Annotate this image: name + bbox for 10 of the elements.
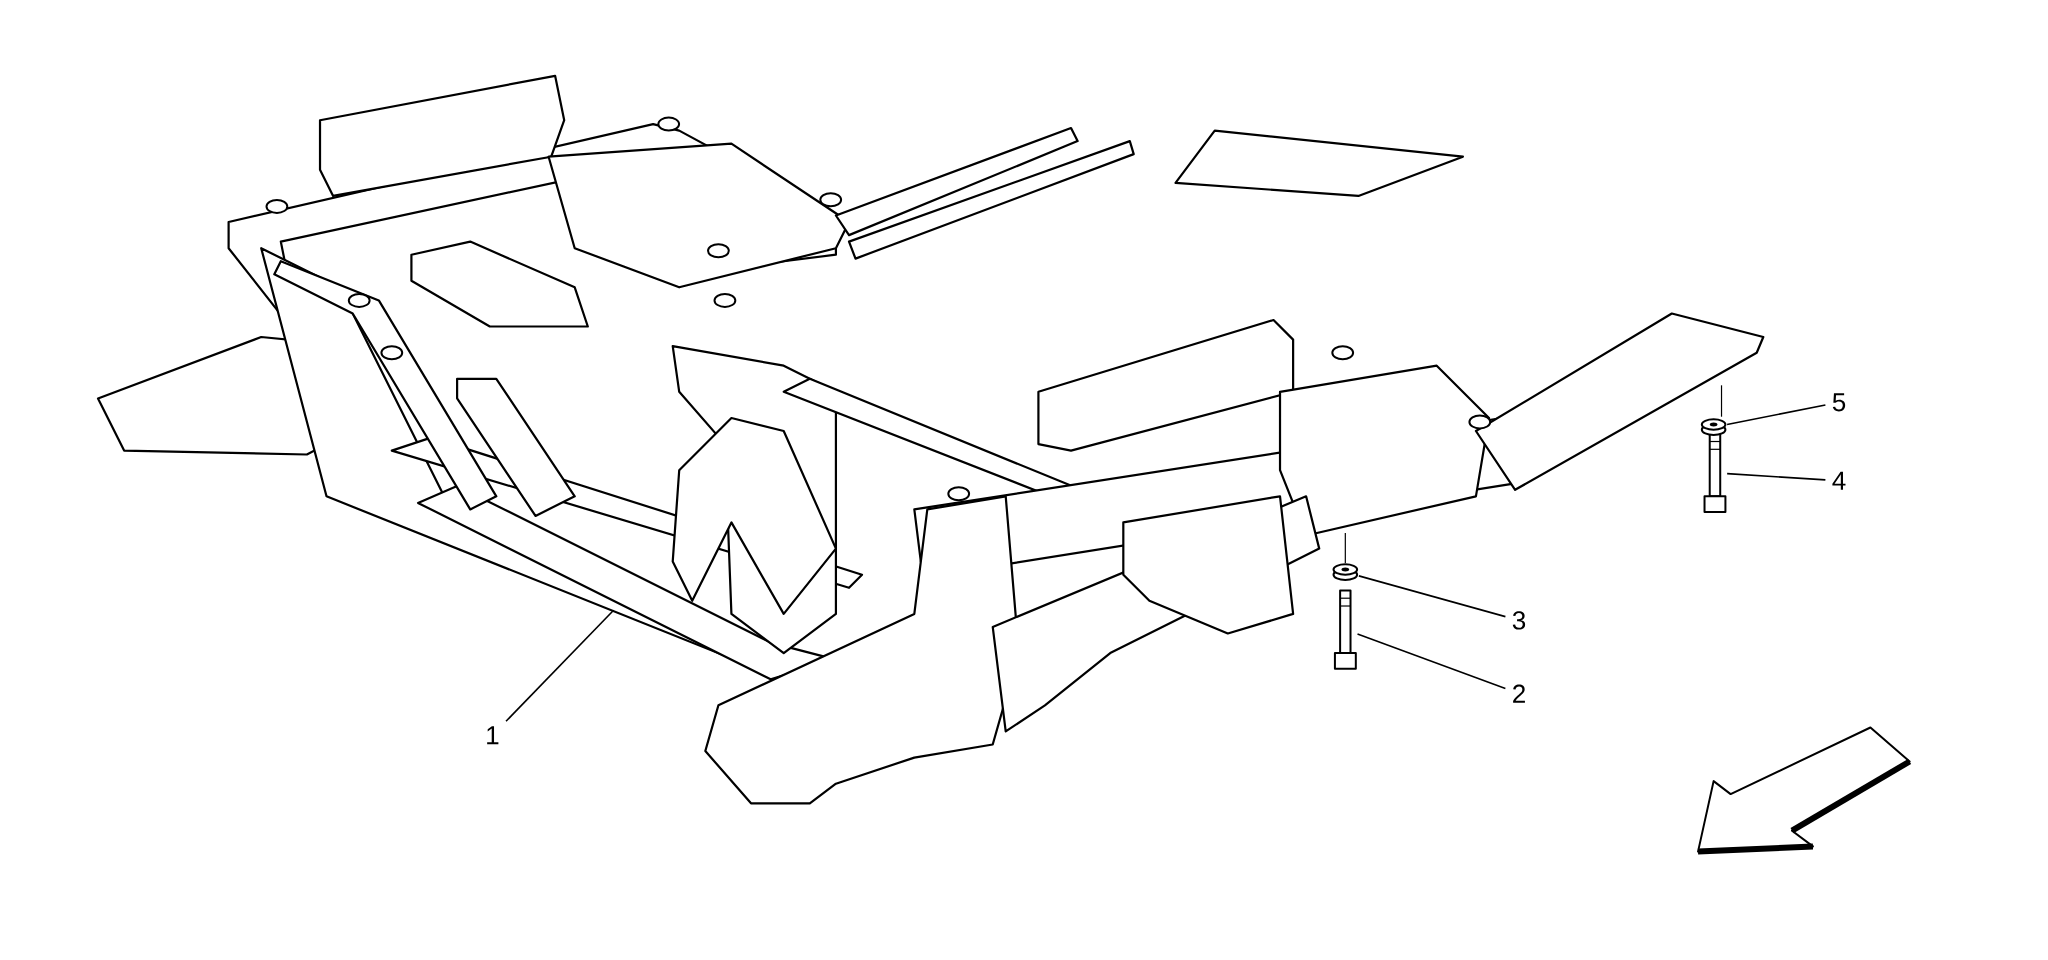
leader-line — [1726, 472, 1827, 481]
subframe-drawing — [96, 74, 1765, 805]
leader-line — [1358, 575, 1507, 618]
callout-number: 5 — [1832, 393, 1846, 412]
leader-line — [1726, 404, 1827, 426]
callout-number: 4 — [1832, 471, 1846, 490]
leader-line — [1356, 633, 1507, 690]
washer-drawing — [1332, 563, 1359, 581]
leader-line — [505, 609, 615, 723]
washer-drawing — [1700, 418, 1727, 436]
